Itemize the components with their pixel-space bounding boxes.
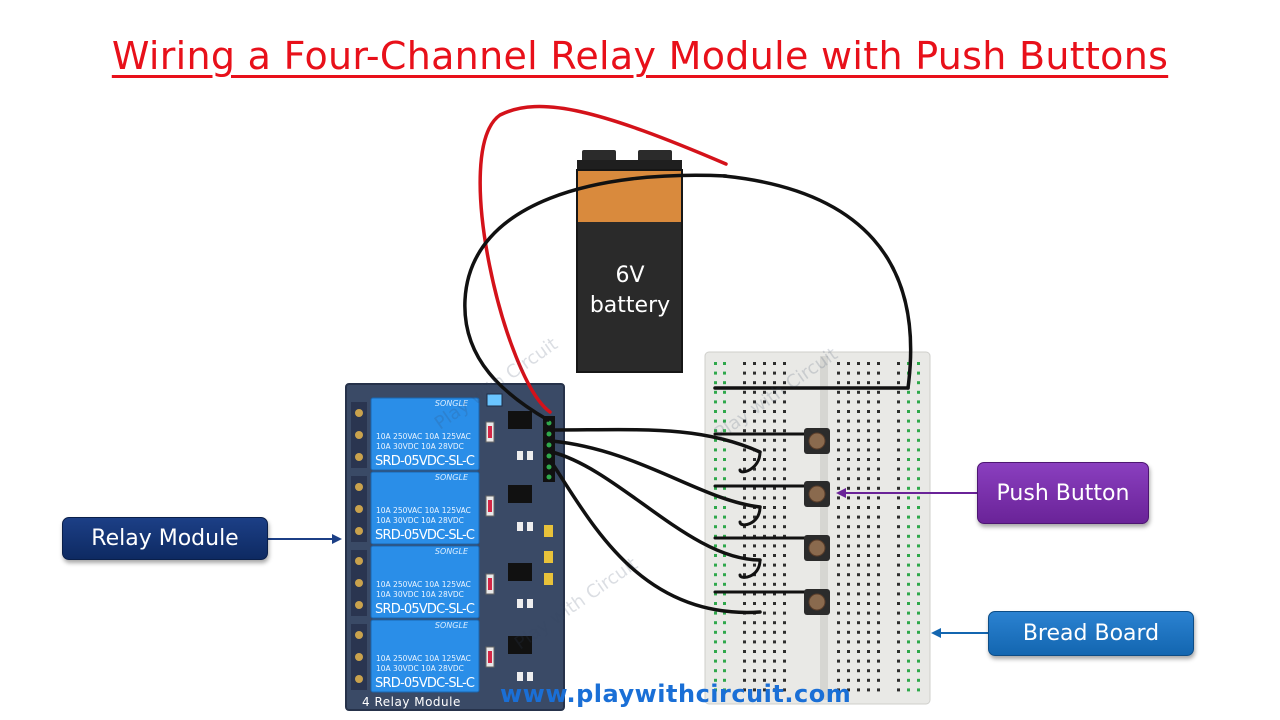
breadboard-holes	[714, 362, 920, 692]
relay-channel: SONGLE 10A 250VAC 10A 125VAC 10A 30VDC 1…	[351, 397, 533, 471]
push-buttons	[804, 428, 830, 615]
battery-label: battery	[590, 293, 670, 318]
relay-model: SRD-05VDC-SL-C	[375, 528, 475, 543]
relay-rating-2: 10A 30VDC 10A 28VDC	[376, 516, 464, 525]
relay-rating-1: 10A 250VAC 10A 125VAC	[376, 432, 471, 441]
push-button	[804, 481, 830, 507]
push-button	[804, 428, 830, 454]
relay-rating-2: 10A 30VDC 10A 28VDC	[376, 664, 464, 673]
relay-channel: SONGLE 10A 250VAC 10A 125VAC 10A 30VDC 1…	[351, 619, 533, 693]
relay-channel: SONGLE 10A 250VAC 10A 125VAC 10A 30VDC 1…	[351, 471, 553, 545]
relay-module-footer: 4 Relay Module	[362, 695, 461, 709]
relay-brand: SONGLE	[435, 621, 469, 630]
relay-model: SRD-05VDC-SL-C	[375, 602, 475, 617]
signal-wire-3	[550, 450, 762, 562]
relay-brand: SONGLE	[435, 473, 469, 482]
signal-wire-1	[550, 427, 762, 454]
relay-model: SRD-05VDC-SL-C	[375, 454, 475, 469]
breadboard	[704, 351, 931, 705]
black-wire-rail	[722, 174, 913, 390]
black-wire-battery	[463, 173, 728, 422]
website-link[interactable]: www.playwithcircuit.com	[500, 680, 852, 708]
relay-module: SONGLE 10A 250VAC 10A 125VAC 10A 30VDC 1…	[345, 383, 565, 711]
relay-model: SRD-05VDC-SL-C	[375, 676, 475, 691]
battery: 6V battery	[576, 150, 683, 373]
push-button	[804, 589, 830, 615]
signal-wire-2	[550, 439, 762, 509]
signal-wire-4	[550, 461, 762, 615]
battery-voltage: 6V	[615, 263, 644, 288]
wires	[463, 104, 913, 615]
relay-rating-1: 10A 250VAC 10A 125VAC	[376, 580, 471, 589]
relay-channel: SONGLE 10A 250VAC 10A 125VAC 10A 30VDC 1…	[351, 545, 553, 619]
bread-board-label: Bread Board	[988, 611, 1194, 656]
relay-channels: SONGLE 10A 250VAC 10A 125VAC 10A 30VDC 1…	[351, 397, 553, 693]
relay-module-label: Relay Module	[62, 517, 268, 560]
relay-rating-1: 10A 250VAC 10A 125VAC	[376, 654, 471, 663]
relay-brand: SONGLE	[435, 399, 469, 408]
push-button	[804, 535, 830, 561]
relay-rating-1: 10A 250VAC 10A 125VAC	[376, 506, 471, 515]
push-button-label: Push Button	[977, 462, 1149, 524]
relay-brand: SONGLE	[435, 547, 469, 556]
red-wire	[478, 104, 728, 414]
header-pins	[546, 420, 552, 480]
page-title: Wiring a Four-Channel Relay Module with …	[111, 34, 1169, 78]
relay-rating-2: 10A 30VDC 10A 28VDC	[376, 442, 464, 451]
relay-rating-2: 10A 30VDC 10A 28VDC	[376, 590, 464, 599]
callout-arrows	[268, 488, 988, 638]
